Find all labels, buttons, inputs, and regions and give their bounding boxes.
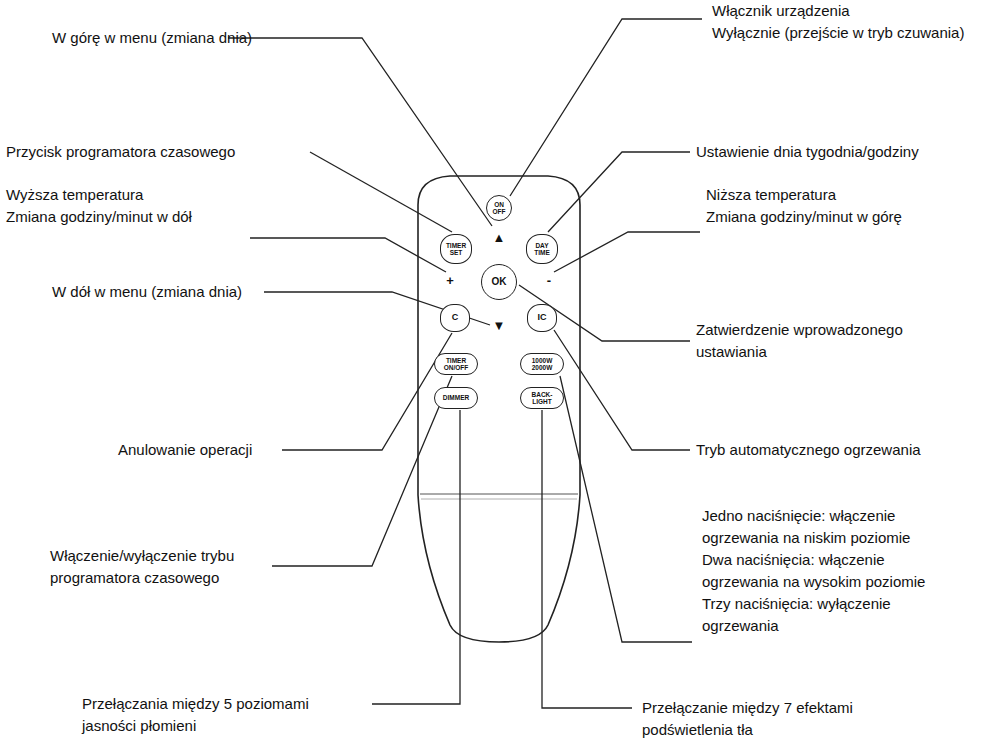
- callout-text: Zatwierdzenie wprowadzonego ustawiania: [696, 319, 911, 363]
- power-button: ON OFF: [486, 195, 512, 221]
- callout-text: Wyłącznie (przejście w tryb czuwania): [712, 22, 964, 44]
- remote-seam: [421, 499, 577, 500]
- callout-text: Przełączanie między 7 efektami podświetl…: [642, 697, 877, 741]
- button-label: TIMER ON/OFF: [444, 357, 469, 372]
- remote-symbol: ▼: [493, 319, 506, 333]
- day-time-button: DAY TIME: [526, 234, 558, 264]
- remote-symbol: +: [446, 274, 454, 288]
- leader-line: [250, 238, 446, 272]
- button-label: TIMER SET: [446, 242, 466, 257]
- button-label: BACK- LIGHT: [532, 391, 553, 406]
- callout-text: Trzy naciśnięcia: wyłączenie ogrzewania: [702, 593, 930, 637]
- button-label: C: [452, 313, 459, 323]
- leader-line: [228, 38, 492, 226]
- callout-text: Włączenie/wyłączenie trybu programatora …: [50, 545, 255, 589]
- remote-body: [418, 176, 580, 642]
- remote-symbol: ▲: [493, 231, 506, 245]
- button-label: ON OFF: [493, 201, 506, 216]
- callout-text: Tryb automatycznego ogrzewania: [696, 439, 921, 461]
- cancel-button: C: [440, 304, 470, 332]
- dimmer-button: DIMMER: [434, 387, 478, 409]
- callout-text: Niższa temperatura: [706, 184, 836, 206]
- timer-set-button: TIMER SET: [440, 234, 472, 264]
- power-level-button: 1000W 2000W: [520, 353, 564, 375]
- callout-text: Ustawienie dnia tygodnia/godziny: [696, 141, 919, 163]
- remote-symbol: -: [547, 274, 551, 288]
- leader-line: [372, 410, 460, 704]
- callout-text: Dwa naciśnięcia: włączenie ogrzewania na…: [702, 549, 930, 593]
- leader-lines: [228, 19, 702, 708]
- button-label: DAY TIME: [534, 242, 550, 257]
- leader-line: [310, 152, 452, 232]
- remote-seam: [420, 494, 578, 495]
- callout-text: Włącznik urządzenia: [712, 0, 850, 22]
- callout-text: Zmiana godziny/minut w górę: [706, 206, 902, 228]
- callout-text: Zmiana godziny/minut w dół: [6, 206, 192, 228]
- leader-line: [560, 376, 692, 642]
- callout-text: Przełączania między 5 poziomami jasności…: [82, 693, 332, 737]
- callout-text: Anulowanie operacji: [118, 439, 252, 461]
- callout-text: Wyższa temperatura: [6, 184, 143, 206]
- callout-text: Jedno naciśnięcie: włączenie ogrzewania …: [702, 505, 930, 549]
- backlight-button: BACK- LIGHT: [520, 387, 564, 409]
- leader-line: [554, 330, 690, 450]
- callout-text: W górę w menu (zmiana dnia): [52, 27, 252, 49]
- ok-button: OK: [481, 264, 517, 300]
- leader-line: [519, 285, 690, 341]
- leader-line: [272, 376, 452, 566]
- ic-button: IC: [527, 304, 557, 332]
- callout-text: W dół w menu (zmiana dnia): [52, 281, 242, 303]
- leader-line: [282, 333, 452, 450]
- leader-line: [542, 410, 632, 708]
- button-label: OK: [492, 277, 507, 288]
- callout-text: Przycisk programatora czasowego: [6, 141, 235, 163]
- timer-onoff-button: TIMER ON/OFF: [434, 353, 478, 375]
- leader-line: [554, 232, 700, 272]
- button-label: IC: [538, 313, 547, 323]
- button-label: DIMMER: [443, 394, 469, 401]
- leader-line: [548, 152, 690, 232]
- button-label: 1000W 2000W: [532, 357, 553, 372]
